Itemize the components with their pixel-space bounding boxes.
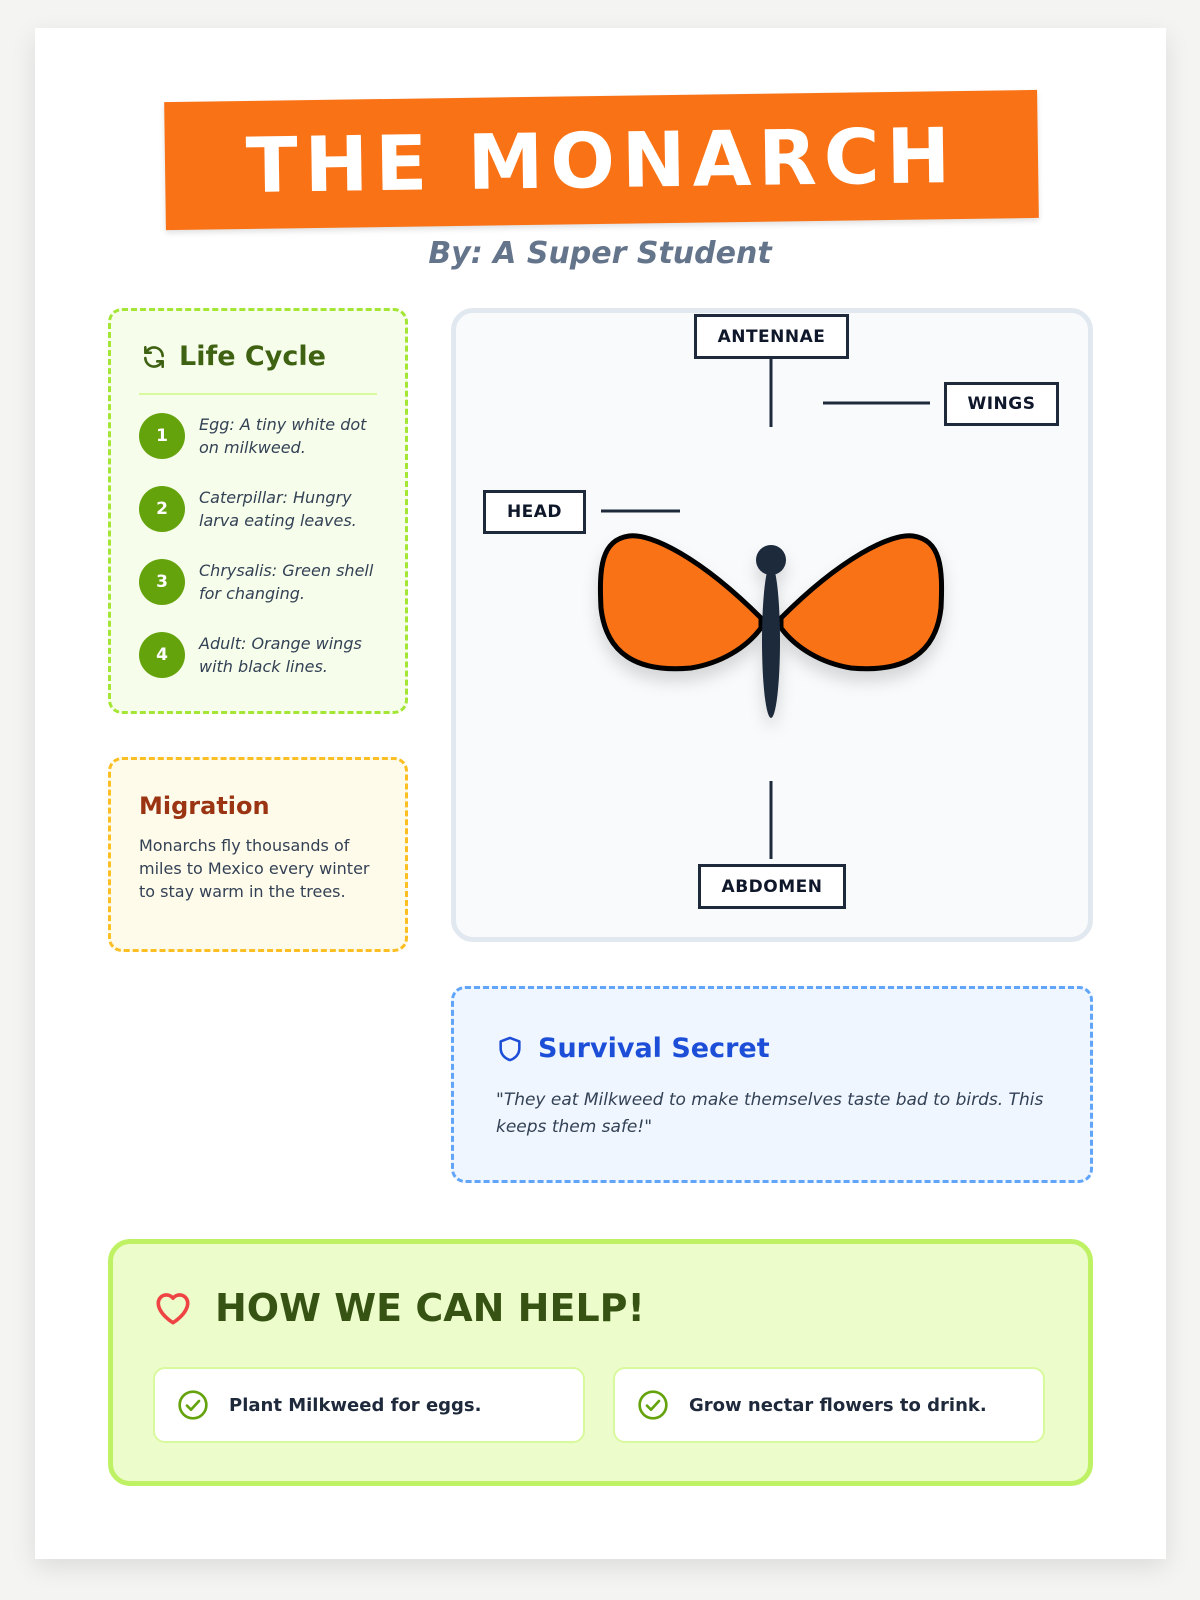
abdomen-body <box>762 564 780 718</box>
divider <box>139 393 377 395</box>
survival-quote: "They eat Milkweed to make themselves ta… <box>496 1090 1044 1137</box>
heart-icon <box>156 1293 190 1325</box>
shield-icon <box>499 1036 521 1061</box>
butterfly-diagram: ANTENNAE WINGS HEAD ABDOMEN <box>451 308 1093 942</box>
help-item: Grow nectar flowers to drink. <box>613 1367 1045 1443</box>
migration-title: Migration <box>139 792 270 820</box>
help-item-text: Plant Milkweed for eggs. <box>229 1394 482 1416</box>
step-number: 2 <box>139 486 185 532</box>
refresh-icon <box>144 345 164 368</box>
help-heading: HOW WE CAN HELP! <box>153 1286 645 1330</box>
head-circle <box>756 545 786 575</box>
migration-panel: Migration Monarchs fly thousands of mile… <box>108 757 408 952</box>
check-circle-icon <box>178 1390 208 1420</box>
life-cycle-step: 1 Egg: A tiny white dot on milkweed. <box>139 413 384 459</box>
left-wing <box>597 533 764 672</box>
life-cycle-panel: Life Cycle 1 Egg: A tiny white dot on mil… <box>108 308 408 714</box>
help-item: Plant Milkweed for eggs. <box>153 1367 585 1443</box>
help-panel: HOW WE CAN HELP! Plant Milkweed for eggs… <box>108 1239 1093 1486</box>
check-circle-icon <box>638 1390 668 1420</box>
page-title: THE MONARCH <box>245 110 958 210</box>
survival-title: Survival Secret <box>538 1033 770 1064</box>
life-cycle-step: 4 Adult: Orange wings with black lines. <box>139 632 384 678</box>
label-antennae: ANTENNAE <box>694 314 849 359</box>
survival-panel: Survival Secret "They eat Milkweed to ma… <box>451 986 1093 1183</box>
life-cycle-step: 3 Chrysalis: Green shell for changing. <box>139 559 384 605</box>
help-title: HOW WE CAN HELP! <box>215 1286 645 1330</box>
title-banner: THE MONARCH <box>164 89 1039 231</box>
label-head: HEAD <box>483 490 586 534</box>
life-cycle-step: 2 Caterpillar: Hungry larva eating leaves… <box>139 486 384 532</box>
diagram-drawing <box>597 359 945 859</box>
label-abdomen: ABDOMEN <box>698 864 846 909</box>
migration-text: Monarchs fly thousands of miles to Mexic… <box>139 836 370 901</box>
step-text: Caterpillar: Hungry larva eating leaves. <box>199 488 357 530</box>
right-wing <box>778 533 945 672</box>
step-text: Egg: A tiny white dot on milkweed. <box>199 415 367 457</box>
step-number: 4 <box>139 632 185 678</box>
help-item-text: Grow nectar flowers to drink. <box>689 1394 987 1416</box>
label-wings: WINGS <box>944 382 1059 426</box>
byline: By: A Super Student <box>428 236 772 271</box>
life-cycle-heading: Life Cycle <box>141 341 326 372</box>
survival-heading: Survival Secret <box>496 1033 770 1064</box>
step-number: 1 <box>139 413 185 459</box>
step-number: 3 <box>139 559 185 605</box>
life-cycle-title: Life Cycle <box>179 341 326 372</box>
step-text: Chrysalis: Green shell for changing. <box>199 561 374 603</box>
step-text: Adult: Orange wings with black lines. <box>199 634 362 676</box>
